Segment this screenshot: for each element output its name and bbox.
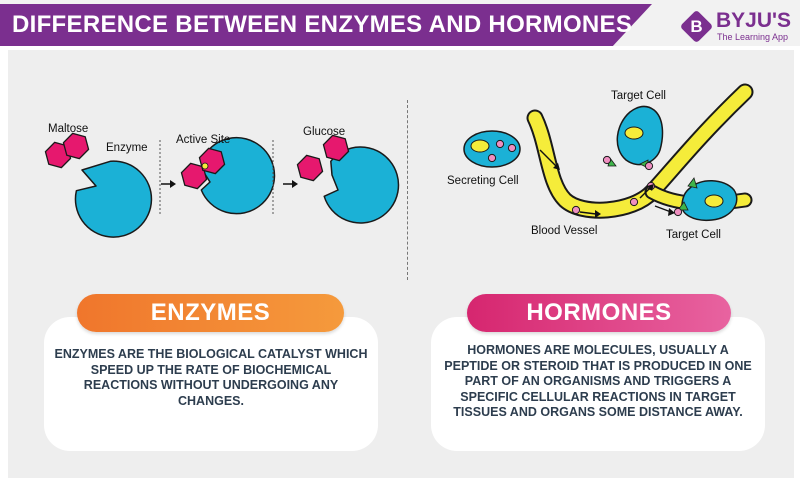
logo-letter: B	[690, 17, 703, 36]
label-glucose: Glucose	[303, 126, 345, 138]
active-site-marker	[201, 162, 209, 170]
hormones-description: HORMONES ARE MOLECULES, USUALLY A PEPTID…	[444, 343, 752, 419]
flow-arrow-line	[654, 205, 672, 213]
page-title: DIFFERENCE BETWEEN ENZYMES AND HORMONES	[12, 11, 633, 38]
arrow-head-2	[292, 180, 298, 188]
enzyme-body-1	[74, 160, 153, 238]
hormone-dot	[629, 197, 639, 207]
label-target-cell-bottom: Target Cell	[666, 229, 721, 241]
secreting-cell-nucleus	[470, 139, 490, 153]
label-secreting-cell: Secreting Cell	[447, 175, 519, 187]
flow-arrow-head	[668, 208, 675, 216]
flow-arrow-line	[579, 211, 597, 215]
maltose-hexagon-2	[62, 132, 90, 160]
hormone-dot	[487, 153, 497, 163]
label-target-cell-top: Target Cell	[611, 90, 666, 102]
logo-tagline: The Learning App	[717, 32, 789, 42]
hormone-dot	[602, 155, 612, 165]
receptor	[677, 201, 689, 211]
blood-vessel-fill	[528, 85, 752, 217]
enzymes-heading: ENZYMES	[77, 294, 344, 332]
flow-arrow-line	[539, 149, 557, 167]
hormones-heading: HORMONES	[467, 294, 731, 332]
target-cell-bottom-nucleus	[704, 194, 724, 208]
hormone-dot	[507, 143, 517, 153]
label-active-site: Active Site	[176, 134, 230, 146]
title-bar	[0, 4, 652, 46]
target-cell-top-nucleus	[624, 126, 644, 140]
hormone-dot	[495, 139, 505, 149]
enzymes-card: ENZYMES ARE THE BIOLOGICAL CATALYST WHIC…	[44, 317, 378, 451]
logo-name: BYJU'S	[716, 9, 792, 32]
flow-arrow-line	[639, 187, 651, 199]
flow-arrow-head	[647, 184, 654, 191]
glucose-hexagon-2	[322, 134, 350, 162]
hormone-dot	[644, 161, 654, 171]
receptor	[687, 177, 698, 189]
label-enzyme: Enzyme	[106, 142, 148, 154]
label-blood-vessel: Blood Vessel	[531, 225, 598, 237]
enzyme-body-3	[323, 146, 400, 224]
arrow-head-1	[170, 180, 176, 188]
byjus-logo: B BYJU'S The Learning App	[679, 9, 795, 45]
enzymes-description: ENZYMES ARE THE BIOLOGICAL CATALYST WHIC…	[54, 347, 368, 408]
hormone-dot	[571, 205, 581, 215]
section-divider	[407, 100, 408, 280]
hormones-card: HORMONES ARE MOLECULES, USUALLY A PEPTID…	[431, 317, 765, 451]
label-maltose: Maltose	[48, 123, 88, 135]
glucose-hexagon-1	[296, 154, 324, 182]
flow-arrow-head	[595, 210, 601, 218]
flow-arrow-head	[553, 163, 560, 170]
hormone-dot	[673, 207, 683, 217]
